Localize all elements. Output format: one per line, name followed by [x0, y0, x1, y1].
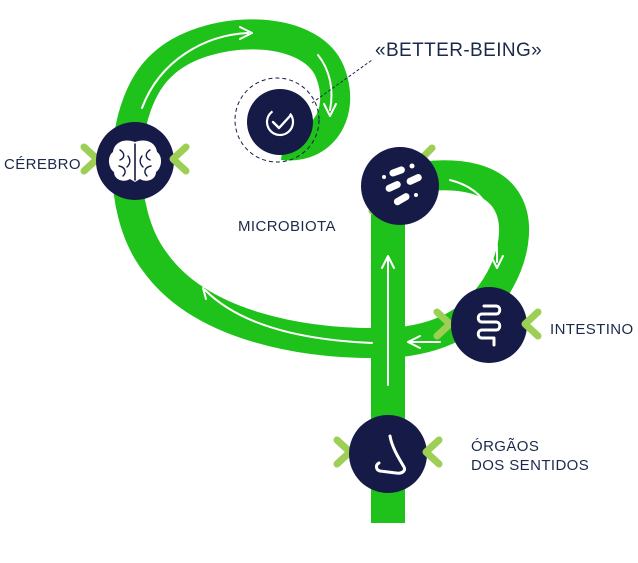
dashed-ring — [234, 77, 320, 163]
labels: «BETTER-BEING» CÉREBRO MICROBIOTA INTEST… — [4, 40, 634, 474]
flow-tracks — [112, 19, 529, 523]
node-intestino — [433, 287, 542, 363]
arrowhead-right — [323, 103, 337, 117]
chevron-right — [169, 143, 190, 175]
track-spiral — [112, 19, 389, 359]
brain-icon — [108, 140, 162, 182]
intestine-icon — [476, 304, 502, 347]
node-circle — [247, 89, 313, 155]
chevron-right — [422, 436, 443, 468]
arrowhead-bottom — [202, 283, 214, 300]
label-cerebro: CÉREBRO — [4, 156, 81, 173]
bacteria-icon — [382, 163, 422, 206]
chevron-left — [80, 143, 101, 175]
node-circle — [349, 415, 427, 493]
label-better-being: «BETTER-BEING» — [375, 40, 542, 61]
check-icon — [265, 107, 295, 137]
arrow-line-loop — [449, 179, 499, 263]
label-orgaos-line2: DOS SENTIDOS — [471, 457, 589, 474]
arrowhead-loop-left — [407, 335, 421, 349]
better-being-leader-line — [311, 59, 373, 104]
arrowhead-top — [239, 26, 253, 40]
arrow-line-bottom — [204, 289, 373, 344]
label-microbiota: MICROBIOTA — [238, 218, 336, 235]
node-better-being — [234, 77, 320, 163]
arrowhead-stem — [381, 255, 395, 269]
arrow-line-right — [317, 54, 333, 111]
node-circle — [451, 287, 527, 363]
chevron-left — [333, 436, 354, 468]
node-microbiota — [361, 144, 439, 225]
flow-arrows — [141, 26, 504, 386]
arrowhead-loop — [490, 255, 504, 269]
node-cerebro — [80, 122, 190, 200]
arrow-line-top — [141, 32, 249, 109]
chevron-right — [521, 308, 542, 340]
label-intestino: INTESTINO — [550, 321, 634, 338]
nose-icon — [375, 434, 406, 475]
label-orgaos-line1: ÓRGÃOS — [471, 438, 539, 455]
node-orgaos-dos-sentidos — [333, 415, 443, 493]
chevron-left — [433, 308, 454, 340]
